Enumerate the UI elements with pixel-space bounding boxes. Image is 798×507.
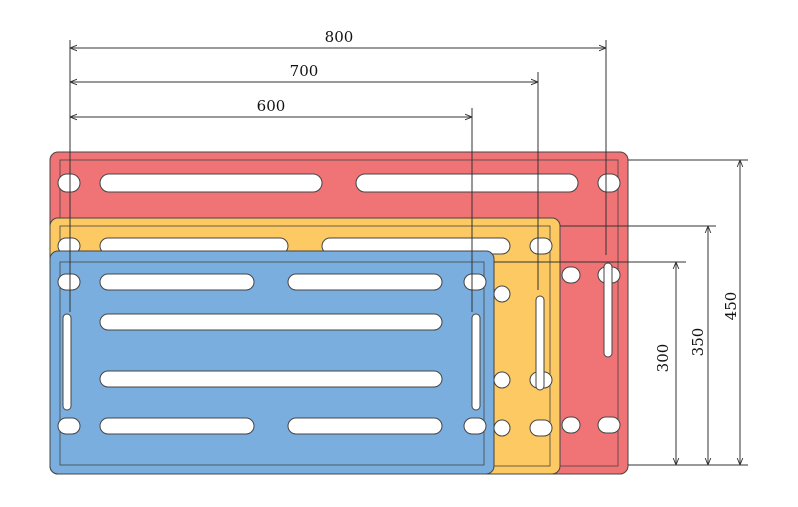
panel-600x300-edge-notch-bottom-left: [57, 417, 81, 435]
panel-600x300-inner-outline: [59, 261, 485, 466]
width-dimensions: 800 700 600: [69, 28, 607, 312]
panel-600x300-edge-notch-top-left: [57, 273, 81, 291]
panel-800x450-vertical-slot: [603, 262, 613, 358]
width-label-700: 700: [290, 62, 319, 80]
panel-800x450-top-slot-right: [355, 173, 579, 193]
panel-600x300-vertical-slot-right: [471, 313, 481, 411]
panel-800x450-right-notch-1: [561, 266, 581, 284]
panel-700x350-right-notch-3: [493, 419, 511, 437]
panel-600x300-slot-top-left: [99, 273, 255, 291]
panel-800x450-top-slot-left: [99, 173, 323, 193]
height-label-450: 450: [722, 292, 740, 321]
panel-600x300: [49, 250, 495, 475]
panel-800x450-edge-notch-left: [57, 173, 81, 193]
panel-700x350-right-notch-1: [493, 285, 511, 303]
panel-800x450-edge-notch-right: [597, 173, 621, 193]
panel-700x350-right-notch-2: [493, 371, 511, 389]
panel-600x300-slot-bottom-right: [287, 417, 443, 435]
panel-800x450-right-notch-3: [561, 416, 581, 434]
panel-800x450-right-notch-4: [597, 416, 621, 434]
height-dimensions: 450 350 300: [494, 159, 748, 466]
width-label-800: 800: [325, 28, 354, 46]
height-label-300: 300: [654, 344, 672, 373]
panel-700x350-right-notch-5: [529, 419, 553, 437]
panel-700x350-vertical-slot: [535, 295, 545, 391]
panel-600x300-slot-long-2: [99, 370, 443, 388]
panel-600x300-slot-top-right: [287, 273, 443, 291]
panel-600x300-edge-notch-bottom-right: [463, 417, 487, 435]
height-label-350: 350: [689, 328, 707, 357]
panel-600x300-vertical-slot-left: [62, 313, 72, 411]
width-label-600: 600: [257, 97, 286, 115]
panel-600x300-edge-notch-top-right: [463, 273, 487, 291]
panel-600x300-slot-bottom-left: [99, 417, 255, 435]
panel-700x350-edge-notch-right: [529, 237, 553, 255]
panel-600x300-slot-long-1: [99, 313, 443, 331]
